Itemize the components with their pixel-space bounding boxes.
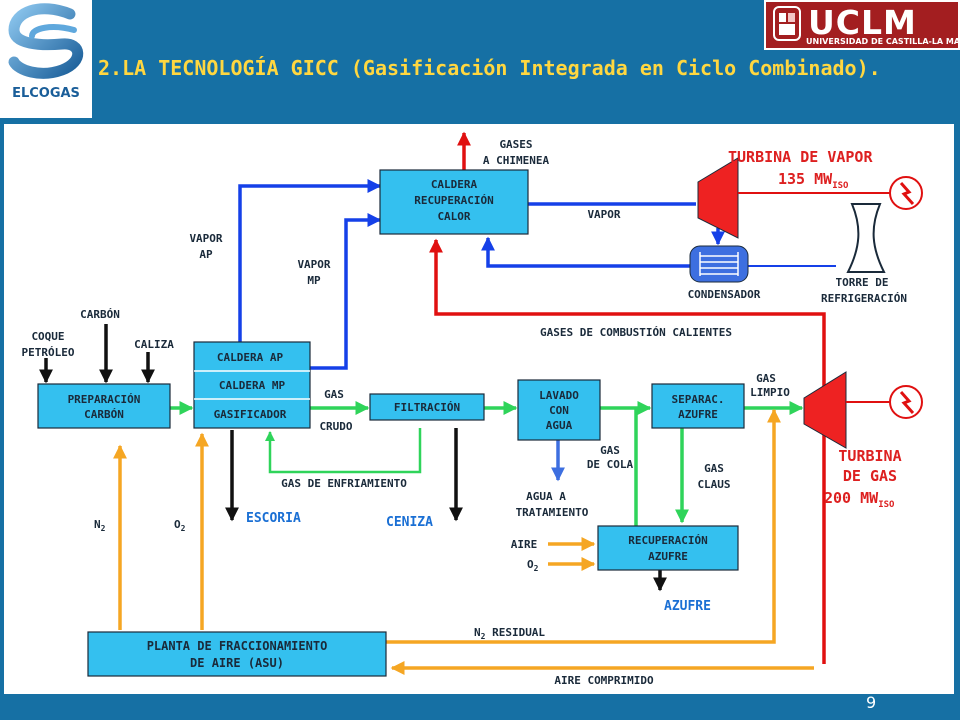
n2-label: N2 [94,518,106,533]
o2-recovery-label: O2 [527,558,539,573]
gas-turbine-title-1: TURBINA [838,447,901,465]
gas-turbine-power: 200 MWISO [824,489,895,510]
sulfur-sep-label-1: SEPARAC. [672,393,725,406]
hp-steam-label-2: AP [199,248,213,261]
elcogas-logo-text: ELCOGAS [12,86,80,101]
cooling-tower-label-2: REFRIGERACIÓN [821,292,907,305]
feed-waste-lines [39,324,667,592]
flue-gas-label-1: GASES [499,138,532,151]
cooling-gas-label: GAS DE ENFRIAMIENTO [281,477,407,490]
petcoke-label-1: COQUE [31,330,64,343]
coal-prep-label-2: CARBÓN [84,408,124,421]
steam-turbine-icon [697,157,739,239]
sulfur-label: AZUFRE [664,599,711,614]
asu-label-1: PLANTA DE FRACCIONAMIENTO [147,639,328,653]
elcogas-emblem-icon [8,3,84,79]
gas-lines [170,401,804,526]
steam-turbine-title: TURBINA DE VAPOR [728,148,873,166]
steam-turbine-power: 135 MWISO [778,170,849,191]
water-treatment-label-2: TRATAMIENTO [516,506,589,519]
claus-gas-label-2: CLAUS [697,478,730,491]
hp-steam-label-1: VAPOR [189,232,222,245]
mp-steam-label-2: MP [307,274,321,287]
asu-label-2: DE AIRE (ASU) [190,656,284,670]
gas-turbine-icon [803,371,847,449]
limestone-label: CALIZA [134,338,174,351]
claus-gas-label-1: GAS [704,462,724,475]
o2-label: O2 [174,518,186,533]
gas-turbine-title-2: DE GAS [843,467,897,485]
coal-prep-label-1: PREPARACIÓN [68,393,141,406]
compressed-air-label: AIRE COMPRIMIDO [554,674,654,687]
clean-gas-label-2: LIMPIO [750,386,790,399]
page-number: 9 [866,693,877,712]
steam-lines [238,179,725,370]
residual-n2-label: N2 RESIDUAL [474,626,545,641]
heat-recovery-label-2: RECUPERACIÓN [414,194,493,207]
air-label: AIRE [511,538,538,551]
hot-gas-lines [429,131,826,664]
cooling-tower-icon [846,203,886,273]
gasifier-box [193,341,311,429]
uclm-logo-subtext: UNIVERSIDAD DE CASTILLA-LA MANCHA [806,37,960,46]
elcogas-logo: ELCOGAS [0,0,92,118]
heat-recovery-label-3: CALOR [437,210,470,223]
filtration-box [369,393,485,421]
mp-steam-label-1: VAPOR [297,258,330,271]
cooling-tower-label-1: TORRE DE [836,276,889,289]
wash-label-2: CON [549,404,569,417]
mp-boiler-label: CALDERA MP [219,379,286,392]
flue-gas-label-2: A CHIMENEA [483,154,550,167]
uclm-crest-icon [773,6,801,41]
hot-combustion-gas-label: GASES DE COMBUSTIÓN CALIENTES [540,326,732,339]
filtration-label: FILTRACIÓN [394,401,460,414]
sulfur-recovery-box [597,525,739,571]
gas-generator-bolt-icon [899,391,915,415]
hp-boiler-label: CALDERA AP [217,351,284,364]
condenser-icon [689,245,749,283]
tail-gas-label-2: DE COLA [587,458,634,471]
asu-box [87,631,387,677]
heat-recovery-boiler-box [379,169,529,235]
water-wash-box [517,379,601,441]
slide-title: 2.LA TECNOLOGÍA GICC (Gasificación Integ… [98,56,881,80]
clean-gas-label-1: GAS [756,372,776,385]
wash-label-3: AGUA [546,419,573,432]
petcoke-label-2: PETRÓLEO [22,346,75,359]
gasifier-label: GASIFICADOR [214,408,287,421]
coal-preparation-box [37,383,171,429]
sulfur-sep-label-2: AZUFRE [678,408,718,421]
cooling-gas-line [265,428,422,474]
raw-gas-label-1: GAS [324,388,344,401]
sulfur-separation-box [651,383,745,429]
coal-label: CARBÓN [80,308,120,321]
tail-gas-label-1: GAS [600,444,620,457]
slag-label: ESCORIA [246,511,301,526]
ash-label: CENIZA [386,515,433,530]
wash-label-1: LAVADO [539,389,579,402]
condenser-label: CONDENSADOR [688,288,761,301]
water-treatment-label-1: AGUA A [526,490,566,503]
steam-generator-bolt-icon [899,182,915,206]
heat-recovery-label-1: CALDERA [431,178,478,191]
steam-label: VAPOR [587,208,620,221]
uclm-logo-text: UCLM [808,3,917,42]
air-lines [113,408,814,675]
sulfur-recovery-label-1: RECUPERACIÓN [628,534,707,547]
uclm-logo: UCLM UNIVERSIDAD DE CASTILLA-LA MANCHA [764,0,960,50]
sulfur-recovery-label-2: AZUFRE [648,550,688,563]
raw-gas-label-2: CRUDO [319,420,352,433]
